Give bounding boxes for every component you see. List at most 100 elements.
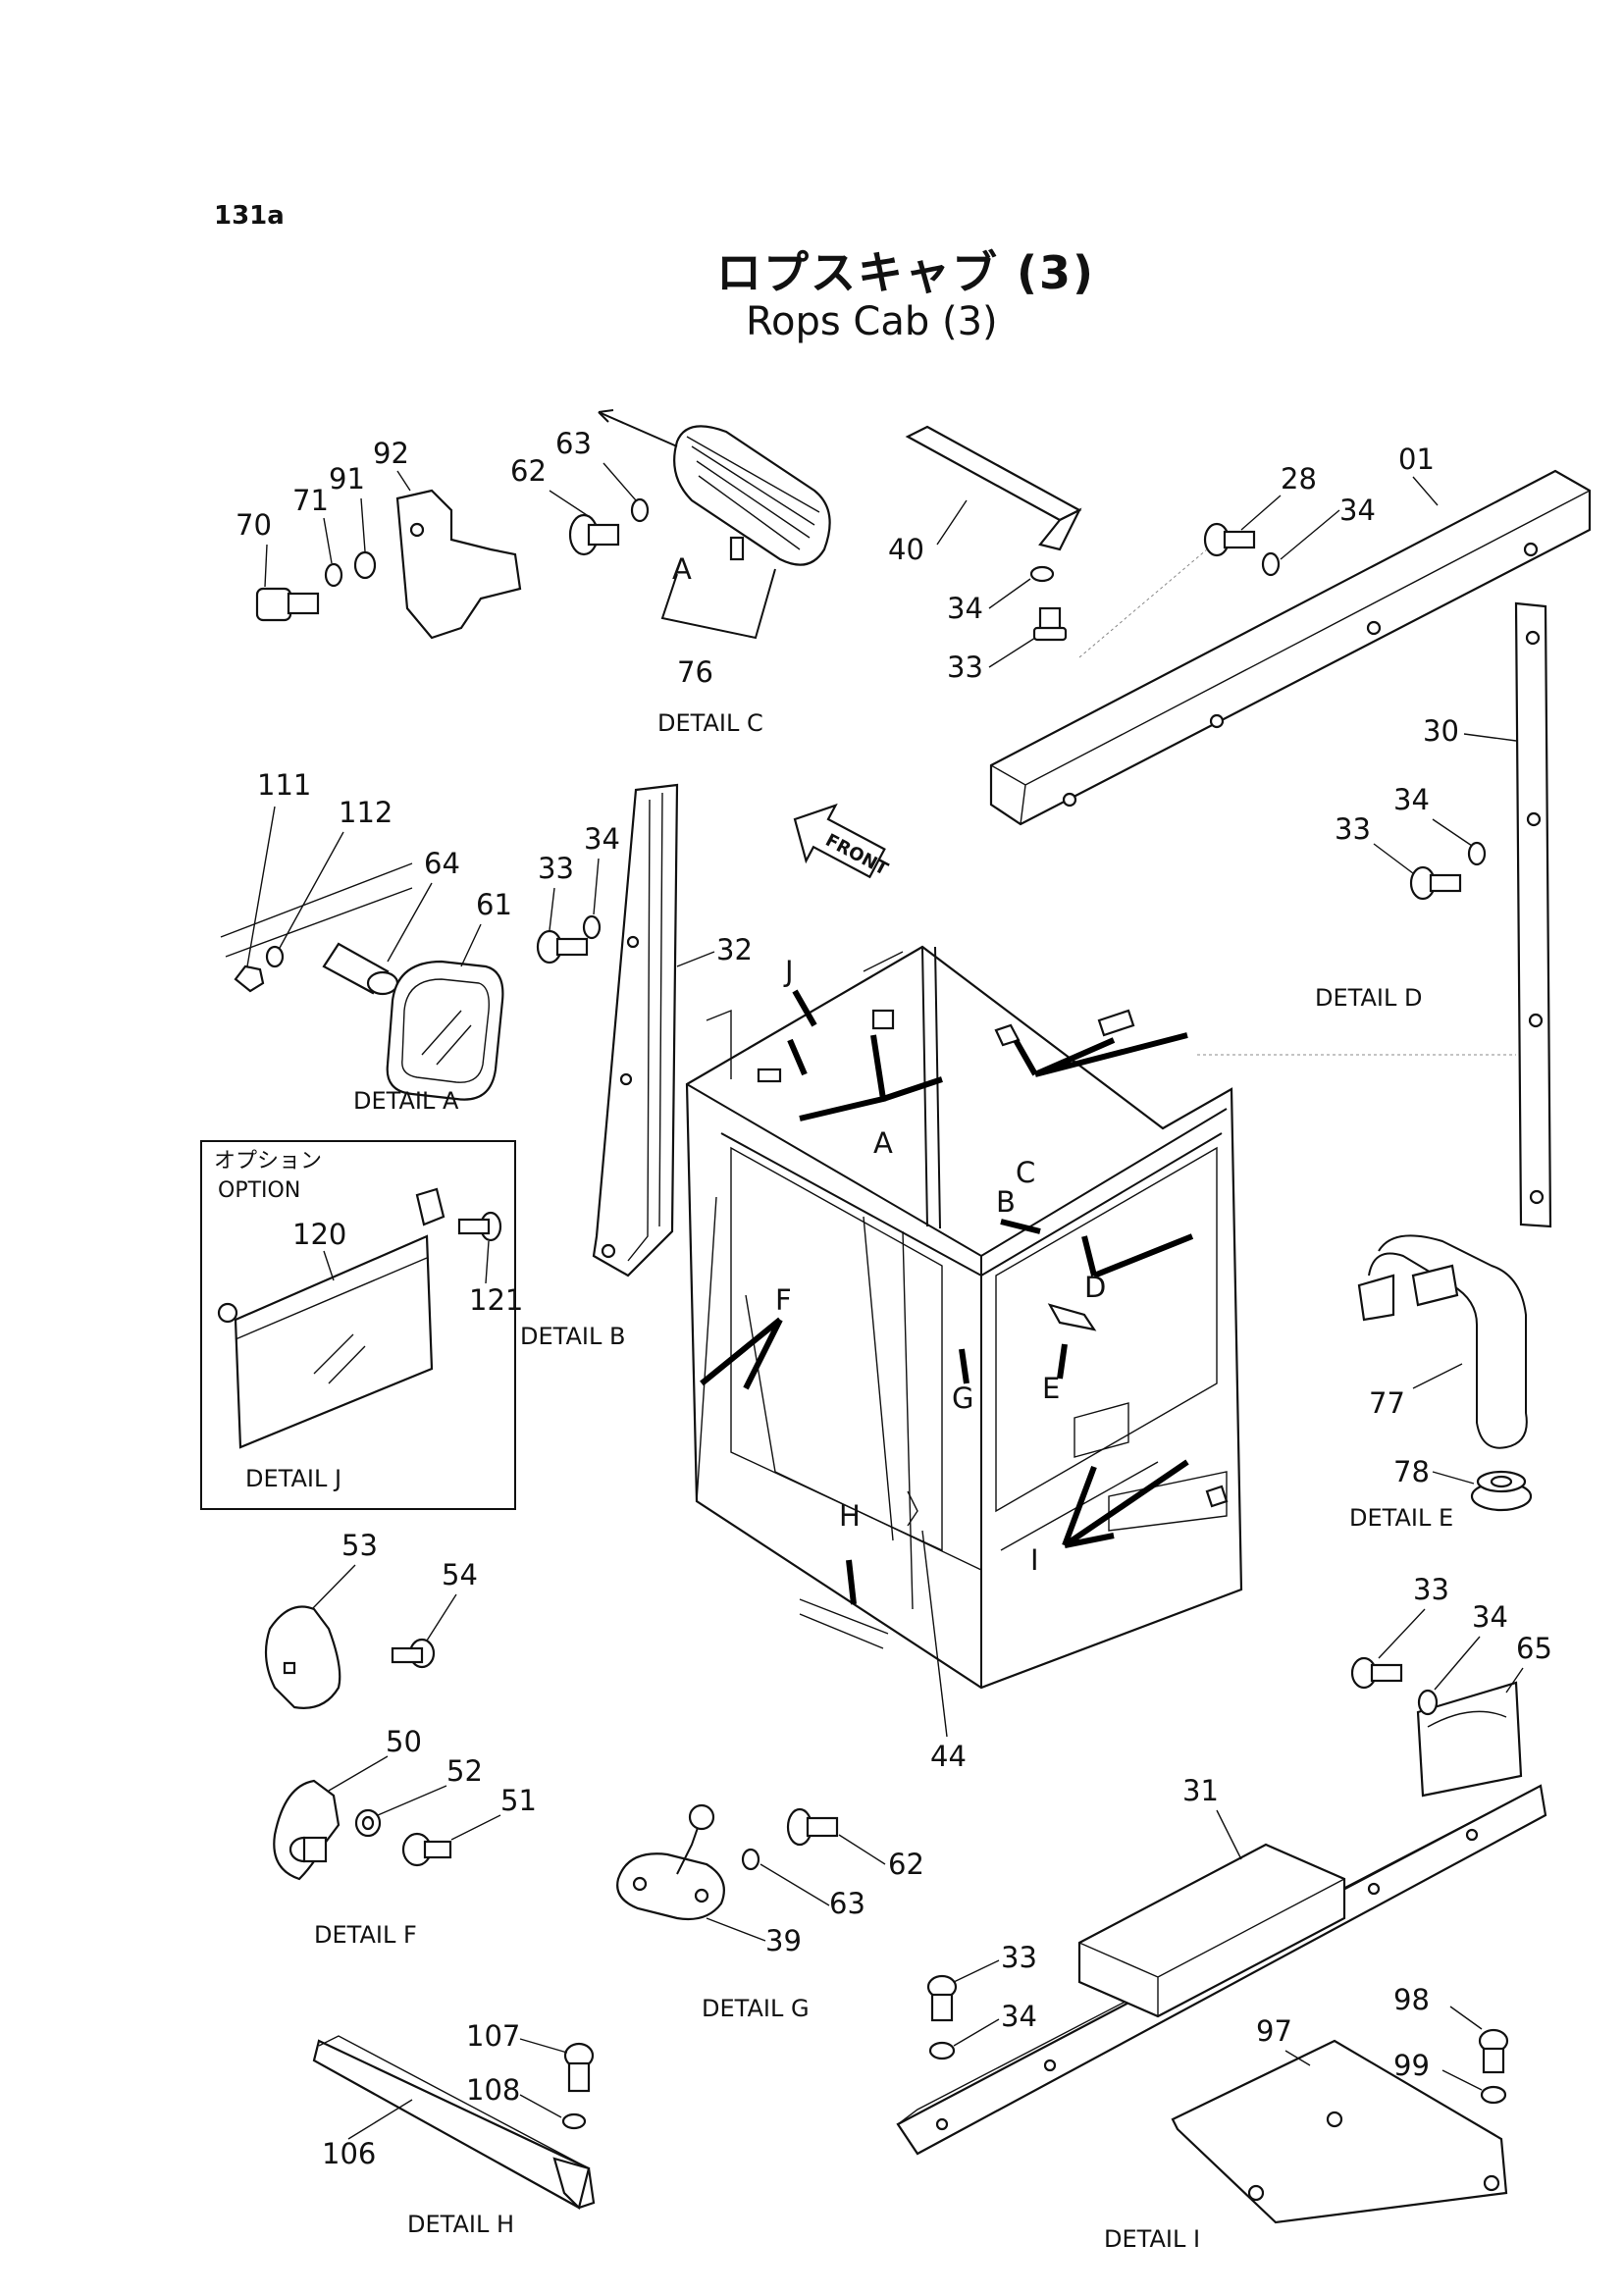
cab-body [685, 945, 1243, 1690]
dotted-guide-01 [1078, 548, 1208, 658]
callout-33-c: 33 [538, 852, 574, 885]
detail-c-group [255, 409, 831, 640]
callout-33-d: 33 [1413, 1573, 1449, 1606]
detail-d-label: DETAIL D [1315, 984, 1422, 1012]
detail-a-group [220, 862, 504, 1101]
callout-30: 30 [1423, 714, 1459, 748]
callout-01: 01 [1398, 443, 1435, 476]
callout-91: 91 [329, 462, 365, 495]
callout-61: 61 [476, 888, 512, 921]
callout-92: 92 [373, 437, 409, 470]
washer-34-c [1467, 841, 1487, 866]
bolt-33-c [536, 929, 589, 965]
callout-107: 107 [466, 2019, 520, 2053]
option-box [200, 1140, 516, 1510]
washer-71 [324, 562, 343, 588]
bolt-33-a [1032, 606, 1068, 642]
cab-arrow-f: F [775, 1283, 792, 1317]
cab-arrow-j: J [783, 955, 794, 988]
washer-34-d [582, 914, 602, 940]
bar-30 [1514, 601, 1552, 1228]
callout-28: 28 [1281, 462, 1317, 495]
callout-120: 120 [292, 1218, 346, 1251]
detail-h-label: DETAIL H [407, 2211, 514, 2238]
detail-e-label: DETAIL E [1349, 1504, 1453, 1532]
callout-78: 78 [1393, 1455, 1430, 1488]
washer-91 [353, 550, 377, 580]
callout-108: 108 [466, 2073, 520, 2107]
cab-arrow-b: B [996, 1185, 1016, 1219]
detail-f-label: DETAIL F [314, 1921, 417, 1949]
screw-51 [401, 1832, 452, 1867]
callout-77: 77 [1369, 1386, 1405, 1420]
washer-99 [1480, 2085, 1507, 2105]
detail-a-label: DETAIL A [353, 1087, 459, 1115]
bolt-33-d [1350, 1656, 1403, 1690]
sill-31 [896, 1784, 1547, 2156]
callout-99: 99 [1393, 2049, 1430, 2082]
cab-clip-a1 [757, 1068, 782, 1083]
bolt-33-b [1409, 865, 1462, 901]
callout-34-b: 34 [1339, 494, 1376, 527]
strip-40 [905, 425, 1082, 551]
cab-arrow-e: E [1042, 1372, 1060, 1405]
cab-arrow-h: H [839, 1499, 861, 1533]
nut-111 [234, 965, 265, 993]
bracket-92 [395, 489, 522, 640]
cab-arrow-d: D [1084, 1271, 1106, 1304]
callout-63-a: 63 [555, 427, 592, 460]
knob-53 [264, 1605, 341, 1709]
callout-62-b: 62 [888, 1848, 924, 1881]
cab-clip-i [1205, 1485, 1229, 1508]
washer-52 [354, 1808, 382, 1838]
callout-70: 70 [236, 508, 272, 542]
callout-33-a: 33 [947, 651, 983, 684]
callout-111: 111 [257, 768, 311, 802]
bolt-107 [563, 2042, 595, 2093]
callout-34-c: 34 [1393, 783, 1430, 816]
bracket-92-hole [409, 522, 425, 538]
washer-34-b [1261, 551, 1281, 577]
callout-51: 51 [500, 1784, 537, 1817]
callout-63-b: 63 [829, 1887, 865, 1920]
callout-34-d: 34 [584, 822, 620, 856]
washer-112 [265, 945, 285, 968]
callout-44: 44 [930, 1740, 967, 1773]
callout-39: 39 [765, 1924, 802, 1957]
page-code: 131a [214, 201, 285, 231]
bolt-62-b [786, 1807, 839, 1847]
washer-34-a [1029, 565, 1055, 583]
callout-53: 53 [341, 1529, 378, 1562]
title-japanese: ロプスキャブ (3) [716, 246, 1096, 299]
callout-33-e: 33 [1001, 1941, 1037, 1974]
cab-arrow-a: A [873, 1126, 893, 1160]
callout-32: 32 [716, 933, 753, 966]
washer-108 [561, 2112, 587, 2130]
callout-a-c: A [672, 552, 692, 586]
pillar-32 [592, 783, 679, 1277]
front-arrow-icon [793, 803, 886, 879]
cab-clip-a2 [871, 1009, 895, 1030]
detail-j-label: DETAIL J [245, 1465, 341, 1492]
detail-b-label: DETAIL B [520, 1323, 625, 1350]
sun-visor-120 [217, 1187, 445, 1449]
detail-g-label: DETAIL G [702, 1995, 810, 2022]
hook-39 [616, 1803, 725, 1921]
callout-76: 76 [677, 655, 713, 689]
washer-34-e [1417, 1689, 1439, 1716]
bolt-98 [1478, 2028, 1509, 2074]
detail-i-label: DETAIL I [1104, 2225, 1200, 2253]
mirror-61 [386, 960, 504, 1101]
callout-31: 31 [1182, 1774, 1219, 1807]
callout-98: 98 [1393, 1983, 1430, 2016]
callout-34-e: 34 [1472, 1600, 1508, 1634]
callout-65: 65 [1516, 1632, 1552, 1665]
cab-arrows [700, 989, 1194, 1605]
grommet-78 [1470, 1470, 1533, 1512]
bolt-62 [568, 513, 620, 556]
hose-77 [1357, 1234, 1528, 1449]
callout-40: 40 [888, 533, 924, 566]
cab-clip-c2 [1097, 1009, 1135, 1037]
bolt-28 [1203, 522, 1256, 557]
